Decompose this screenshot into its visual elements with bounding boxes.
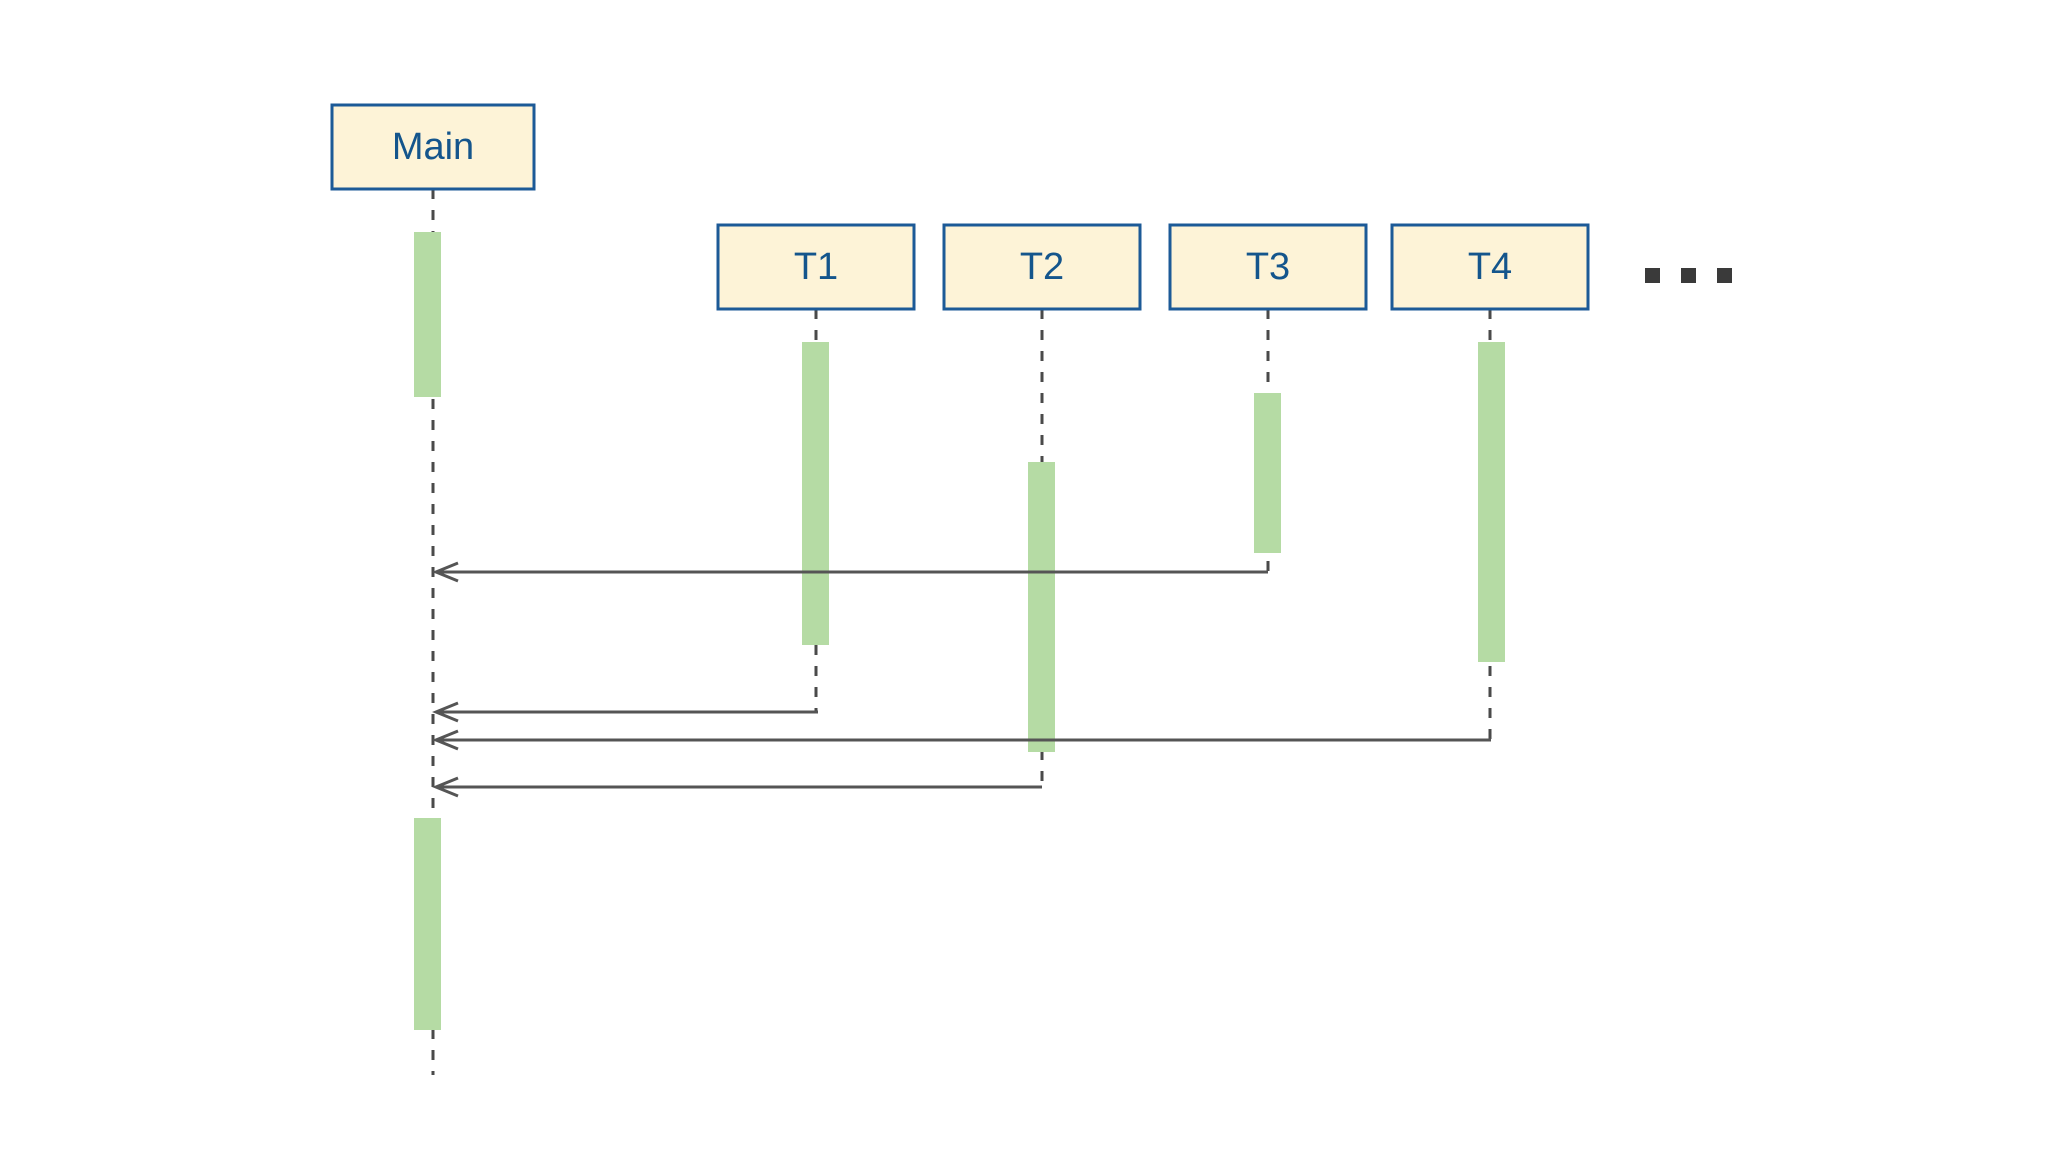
participant-box-t3[interactable]: T3	[1168, 223, 1368, 311]
activation-bar-t4[interactable]	[1478, 342, 1505, 662]
participant-box-t1-rect	[716, 223, 916, 311]
participant-label-t3: T3	[1246, 246, 1290, 288]
activation-bar-t2[interactable]	[1028, 462, 1055, 752]
participant-box-t2[interactable]: T2	[942, 223, 1142, 311]
arrowhead-icon-t2-to-main	[432, 776, 459, 798]
arrowhead-icon-t4-to-main	[432, 729, 459, 751]
participant-label-t2: T2	[1020, 246, 1064, 288]
participant-box-main[interactable]: Main	[330, 103, 536, 191]
more-participants-ellipsis-icon	[1645, 268, 1732, 283]
ellipsis-dot-3	[1717, 268, 1732, 283]
participant-box-main-rect	[330, 103, 536, 191]
participant-boxes-group: Main T1 T2 T3 T4	[330, 103, 1590, 311]
message-t2-to-main[interactable]	[432, 776, 1042, 798]
participant-box-t4[interactable]: T4	[1390, 223, 1590, 311]
participant-label-t4: T4	[1468, 246, 1512, 288]
participant-box-t2-rect	[942, 223, 1142, 311]
messages-group	[432, 561, 1491, 798]
activations-group	[414, 232, 1505, 1030]
arrowhead-icon-t1-to-main	[432, 701, 459, 723]
activation-bar-main-1[interactable]	[414, 232, 441, 397]
participant-box-t3-rect	[1168, 223, 1368, 311]
participant-label-t1: T1	[794, 246, 838, 288]
lifelines-group	[431, 189, 1492, 1075]
activation-bar-t1[interactable]	[802, 342, 829, 645]
activation-bar-t3[interactable]	[1254, 393, 1281, 553]
ellipsis-dot-2	[1681, 268, 1696, 283]
message-t4-to-main[interactable]	[432, 729, 1491, 751]
participant-box-t1[interactable]: T1	[716, 223, 916, 311]
arrowhead-icon-t3-to-main	[432, 561, 459, 583]
ellipsis-dot-1	[1645, 268, 1660, 283]
message-t1-to-main[interactable]	[432, 701, 818, 723]
participant-box-t4-rect	[1390, 223, 1590, 311]
activation-bar-main-2[interactable]	[414, 818, 441, 1030]
message-t3-to-main[interactable]	[432, 561, 1268, 583]
participant-label-main: Main	[392, 126, 474, 168]
